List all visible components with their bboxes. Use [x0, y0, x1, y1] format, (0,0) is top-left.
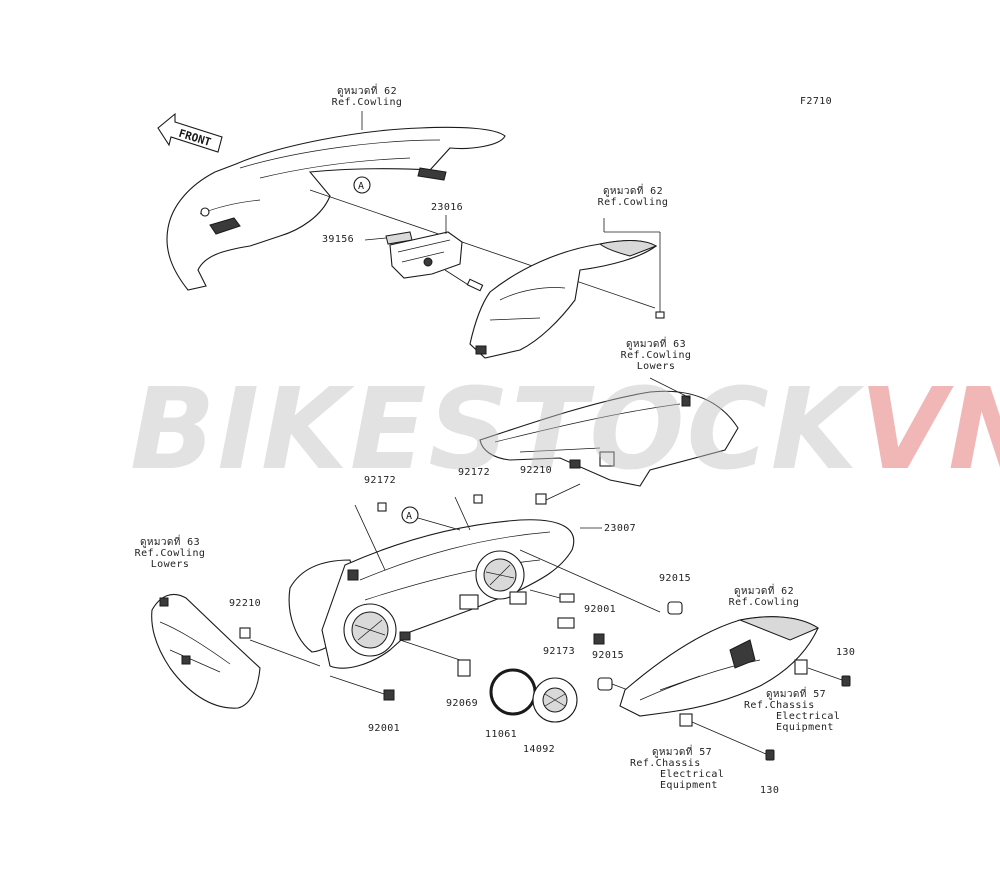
- ref-cowling-lower-right: ดูหมวดที่ 62 Ref.Cowling: [729, 586, 800, 608]
- front-arrow-label: FRONT: [177, 127, 213, 149]
- part-92210-right: 92210: [520, 465, 553, 476]
- ref-lowers-right-line-3: Lowers: [636, 361, 676, 372]
- gasket-11061-shape: [489, 668, 537, 716]
- ref-chassis-right-line-1: ดูหมวดที่ 57: [766, 689, 827, 700]
- ref-lowers-left-line-2: Ref.Cowling: [134, 548, 206, 559]
- ref-chassis-right-line-4: Equipment: [776, 722, 834, 733]
- part-92210-left: 92210: [229, 598, 262, 609]
- lower-cowling-bottom-right-shape: [619, 616, 820, 727]
- ref-cowling-lowers-right: ดูหมวดที่ 63 Ref.Cowling Lowers: [621, 339, 692, 372]
- front-arrow-icon: FRONT: [157, 112, 223, 153]
- part-92172-left: 92172: [364, 475, 397, 486]
- part-130-bottom: 130: [760, 785, 780, 796]
- ref-cowling-top-line-1: ดูหมวดที่ 62: [336, 86, 398, 97]
- marker-a-top: A: [353, 176, 371, 194]
- ref-chassis-bottom-line-3: Electrical: [660, 769, 725, 780]
- ref-chassis-bottom-line-1: ดูหมวดที่ 57: [652, 747, 713, 758]
- part-92069: 92069: [446, 698, 479, 709]
- part-11061: 11061: [485, 729, 518, 740]
- ref-lowers-right-line-1: ดูหมวดที่ 63: [625, 339, 687, 350]
- fastener-92001-left: [383, 689, 395, 701]
- lower-cowling-right-shape: [479, 390, 739, 487]
- part-23016: 23016: [431, 202, 464, 213]
- cap-14092-shape: [532, 677, 578, 723]
- bracket-23016-shape: [385, 231, 484, 292]
- part-39156: 39156: [322, 234, 355, 245]
- fastener-92210-left: [239, 627, 251, 639]
- headlight-assembly-shape: [288, 519, 575, 669]
- ref-cowling-top-line-2: Ref.Cowling: [331, 97, 403, 108]
- ref-cowling-right-line-1: ดูหมวดที่ 62: [602, 186, 664, 197]
- upper-cowling-shape: [166, 126, 506, 291]
- ref-cowling-right-line-2: Ref.Cowling: [597, 197, 669, 208]
- ref-lower-right-line-2: Ref.Cowling: [728, 597, 800, 608]
- part-130-top: 130: [836, 647, 856, 658]
- fastener-92172-right: [473, 494, 483, 504]
- part-92001-left: 92001: [368, 723, 401, 734]
- inner-cowling-right-shape: [469, 239, 658, 359]
- marker-a-mid: A: [401, 506, 419, 524]
- part-14092: 14092: [523, 744, 556, 755]
- fastener-92015-mid: [597, 677, 613, 691]
- ref-chassis-right-line-2: Ref.Chassis: [744, 700, 815, 711]
- fastener-92015-top: [667, 601, 683, 615]
- ref-lowers-left-line-3: Lowers: [150, 559, 190, 570]
- part-23007: 23007: [604, 523, 637, 534]
- part-92172-right: 92172: [458, 467, 491, 478]
- ref-cowling-right: ดูหมวดที่ 62 Ref.Cowling: [598, 186, 669, 208]
- bolt-130-top: [841, 675, 851, 687]
- lower-cowling-left-shape: [151, 593, 261, 709]
- ref-cowling-top: ดูหมวดที่ 62 Ref.Cowling: [332, 86, 403, 108]
- part-92015-mid: 92015: [592, 650, 625, 661]
- figure-code: F2710: [800, 96, 833, 107]
- fastener-92173: [557, 617, 575, 629]
- ref-chassis-bottom: ดูหมวดที่ 57 Ref.Chassis Electrical Equi…: [630, 747, 724, 791]
- marker-a-mid-label: A: [406, 511, 412, 522]
- ref-chassis-right-line-3: Electrical: [776, 711, 841, 722]
- ref-cowling-lowers-left: ดูหมวดที่ 63 Ref.Cowling Lowers: [135, 537, 206, 570]
- fastener-92001-right: [593, 633, 605, 645]
- ref-chassis-bottom-line-2: Ref.Chassis: [630, 758, 701, 769]
- ref-lowers-left-line-1: ดูหมวดที่ 63: [139, 537, 201, 548]
- ref-chassis-right: ดูหมวดที่ 57 Ref.Chassis Electrical Equi…: [744, 689, 840, 733]
- part-92001-right: 92001: [584, 604, 617, 615]
- fastener-92069: [457, 659, 471, 677]
- part-92015-top: 92015: [659, 573, 692, 584]
- fastener-92210-right: [535, 493, 547, 505]
- ref-lower-right-line-1: ดูหมวดที่ 62: [733, 586, 795, 597]
- part-92173: 92173: [543, 646, 576, 657]
- ref-lowers-right-line-2: Ref.Cowling: [620, 350, 692, 361]
- fastener-92172-left: [377, 502, 387, 512]
- ref-chassis-bottom-line-4: Equipment: [660, 780, 718, 791]
- bolt-130-bottom: [765, 749, 775, 761]
- marker-a-top-label: A: [358, 181, 364, 192]
